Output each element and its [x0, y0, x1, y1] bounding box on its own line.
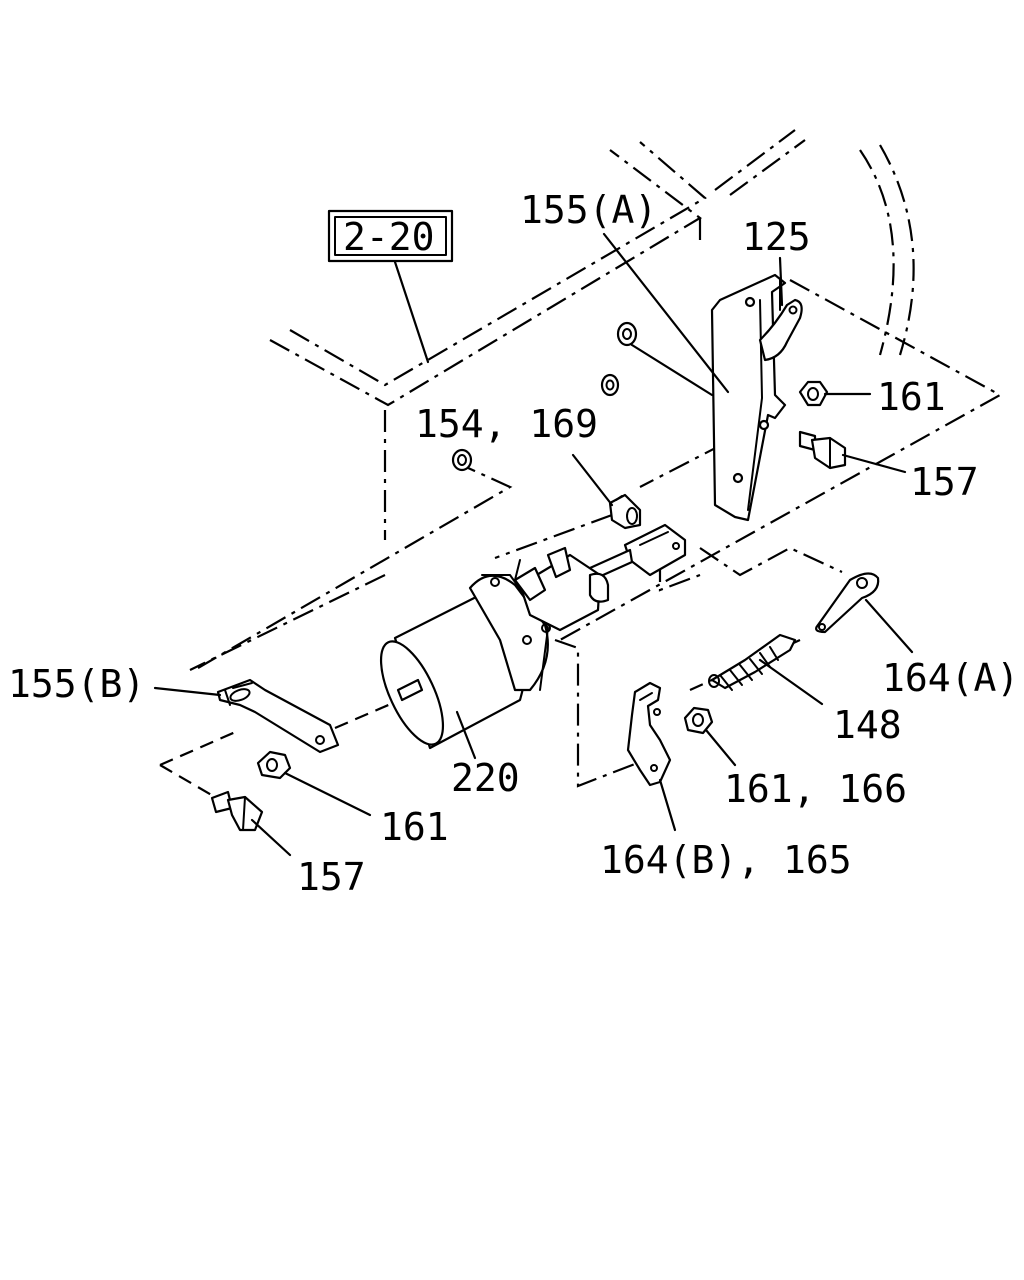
label-157-top: 157 — [910, 460, 979, 504]
label-161-top: 161 — [877, 375, 946, 419]
bracket-164b-165 — [626, 681, 672, 787]
label-155b: 155(B) — [8, 662, 145, 706]
label-157-bottom: 157 — [297, 855, 366, 899]
rod-clevis — [588, 523, 687, 582]
nut-161-top — [798, 380, 829, 407]
bolt-157-bottom — [210, 790, 264, 832]
label-155a: 155(A) — [520, 188, 657, 232]
leader-lines — [153, 232, 914, 857]
nut-161-bottom — [256, 750, 292, 780]
label-154-169: 154, 169 — [415, 402, 598, 446]
bracket-155a — [710, 273, 787, 522]
spring-148 — [708, 633, 797, 691]
reference-box-label: 2-20 — [343, 215, 435, 259]
frame-outline — [269, 129, 915, 540]
label-148: 148 — [833, 703, 902, 747]
label-164a: 164(A) — [882, 656, 1019, 700]
grommets — [451, 321, 638, 472]
label-164b-165: 164(B), 165 — [600, 838, 852, 882]
part-labels: 155(A) 125 161 157 154, 169 155(B) 164(A… — [8, 188, 1019, 899]
label-161-166: 161, 166 — [724, 767, 907, 811]
pin-154-169 — [608, 493, 642, 530]
reference-box: 2-20 — [327, 209, 454, 364]
label-161-bottom: 161 — [380, 805, 449, 849]
booster-cylinder-220 — [379, 546, 610, 750]
lever-164a — [815, 572, 880, 634]
bracket-155b — [216, 678, 340, 754]
label-125: 125 — [742, 215, 811, 259]
bolt-157-top — [798, 430, 847, 470]
bracket-125 — [758, 279, 803, 362]
nut-161-166 — [683, 706, 714, 735]
assembly-lines — [159, 279, 1003, 798]
label-220: 220 — [451, 756, 520, 800]
